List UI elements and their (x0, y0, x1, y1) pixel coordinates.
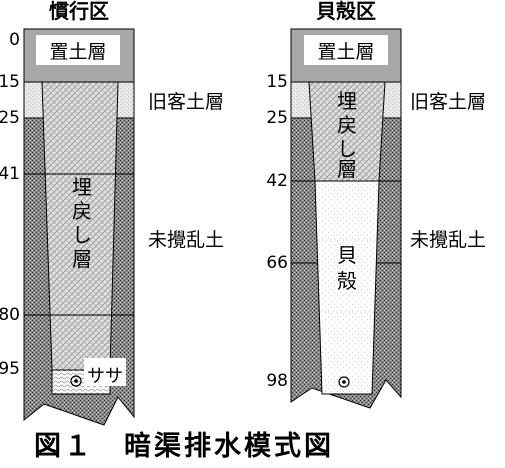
shell-layer-right (314, 180, 380, 395)
column-conventional: 慣行区 置土層 埋 戻 し 層 ササ 0 15 25 41 80 95 (0, 0, 135, 426)
backfill-char-right-3: し (337, 137, 357, 161)
backfill-char-left-4: 層 (72, 247, 92, 271)
topsoil-label-right: 置土層 (317, 41, 374, 63)
depth-label-left-41: 41 (0, 164, 20, 184)
backfill-char-right-1: 埋 (337, 89, 357, 113)
shell-char-right-2: 殻 (337, 269, 357, 293)
depth-label-right-15: 15 (266, 72, 288, 92)
depth-label-left-25: 25 (0, 108, 20, 128)
side-label-undisturbed-right: 未攪乱土 (410, 229, 486, 251)
depth-label-left-15: 15 (0, 72, 20, 92)
drain-pipe-icon (74, 379, 78, 383)
side-label-old-soil-left: 旧客土層 (148, 91, 224, 113)
sasa-label: ササ (87, 366, 123, 387)
sasa-label-bg-left (84, 358, 126, 386)
backfill-char-right-2: 戻 (337, 113, 357, 137)
column-title-right: 貝殻区 (316, 0, 376, 23)
backfill-char-right-4: 層 (337, 157, 357, 181)
depth-label-right-25: 25 (266, 108, 288, 128)
backfill-char-left-2: 戻 (72, 199, 92, 223)
side-label-undisturbed-left: 未攪乱土 (148, 229, 224, 251)
drain-pipe-icon (342, 380, 346, 384)
backfill-char-left-3: し (72, 223, 92, 247)
drain-pipe-icon (70, 375, 82, 387)
depth-label-right-66: 66 (266, 253, 288, 273)
topsoil-label-bg-left (36, 35, 120, 65)
column-title-left: 慣行区 (49, 0, 109, 23)
depth-lines-left (24, 173, 134, 316)
figure-caption: 図１ 暗渠排水模式図 (34, 431, 334, 462)
backfill-char-left-1: 埋 (72, 175, 92, 199)
depth-label-left-0: 0 (9, 30, 20, 50)
topsoil-label-left: 置土層 (49, 41, 106, 63)
depth-label-left-80: 80 (0, 305, 20, 325)
shell-faint-lines (318, 239, 376, 313)
depth-lines-right (291, 180, 401, 264)
shell-char-right-1: 貝 (337, 243, 357, 267)
drain-pipe-icon (338, 376, 350, 388)
depth-label-right-98: 98 (266, 371, 288, 391)
topsoil-label-bg-right (304, 35, 388, 65)
depth-label-left-95: 95 (0, 359, 20, 379)
side-label-old-soil-right: 旧客土層 (410, 91, 486, 113)
column-shell: 貝殻区 置土層 埋 戻 し 層 貝 殻 15 25 42 66 98 (266, 0, 402, 409)
depth-label-right-42: 42 (266, 171, 288, 191)
